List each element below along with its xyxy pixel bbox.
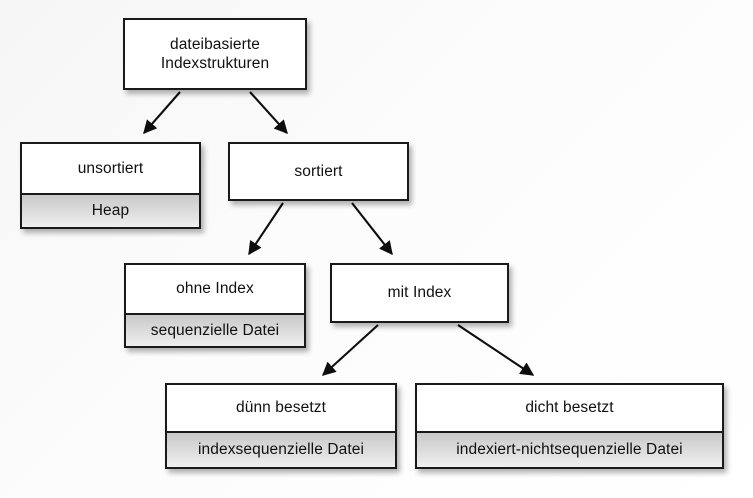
edge-root-to-unsortiert: [143, 91, 181, 135]
node-ohne-index-sublabel: sequenzielle Datei: [126, 313, 304, 346]
node-unsortiert-sublabel: Heap: [22, 193, 199, 227]
node-mit-index[interactable]: mit Index: [330, 263, 509, 323]
node-dicht-besetzt-label: dicht besetzt: [417, 385, 722, 431]
node-root[interactable]: dateibasierte Indexstrukturen: [123, 18, 307, 90]
node-ohne-index-label: ohne Index: [126, 265, 304, 313]
node-dicht-besetzt[interactable]: dicht besetzt indexiert-nichtsequenziell…: [415, 383, 724, 469]
node-duenn-besetzt-label: dünn besetzt: [167, 385, 395, 431]
edge-mit-index-to-duenn: [321, 324, 379, 376]
node-root-label: dateibasierte Indexstrukturen: [125, 20, 305, 88]
edge-sortiert-to-mit-index: [351, 202, 393, 256]
node-ohne-index[interactable]: ohne Index sequenzielle Datei: [124, 263, 306, 348]
node-sortiert[interactable]: sortiert: [228, 142, 409, 201]
edge-root-to-sortiert: [249, 91, 288, 135]
node-duenn-besetzt[interactable]: dünn besetzt indexsequenzielle Datei: [165, 383, 397, 469]
node-sortiert-label: sortiert: [230, 144, 407, 199]
edge-sortiert-to-ohne-index: [248, 202, 284, 256]
node-unsortiert-label: unsortiert: [22, 144, 199, 193]
edge-mit-index-to-dicht: [457, 324, 535, 376]
node-mit-index-label: mit Index: [332, 265, 507, 321]
node-unsortiert[interactable]: unsortiert Heap: [20, 142, 201, 229]
node-dicht-besetzt-sublabel: indexiert-nichtsequenzielle Datei: [417, 431, 722, 467]
node-duenn-besetzt-sublabel: indexsequenzielle Datei: [167, 431, 395, 467]
